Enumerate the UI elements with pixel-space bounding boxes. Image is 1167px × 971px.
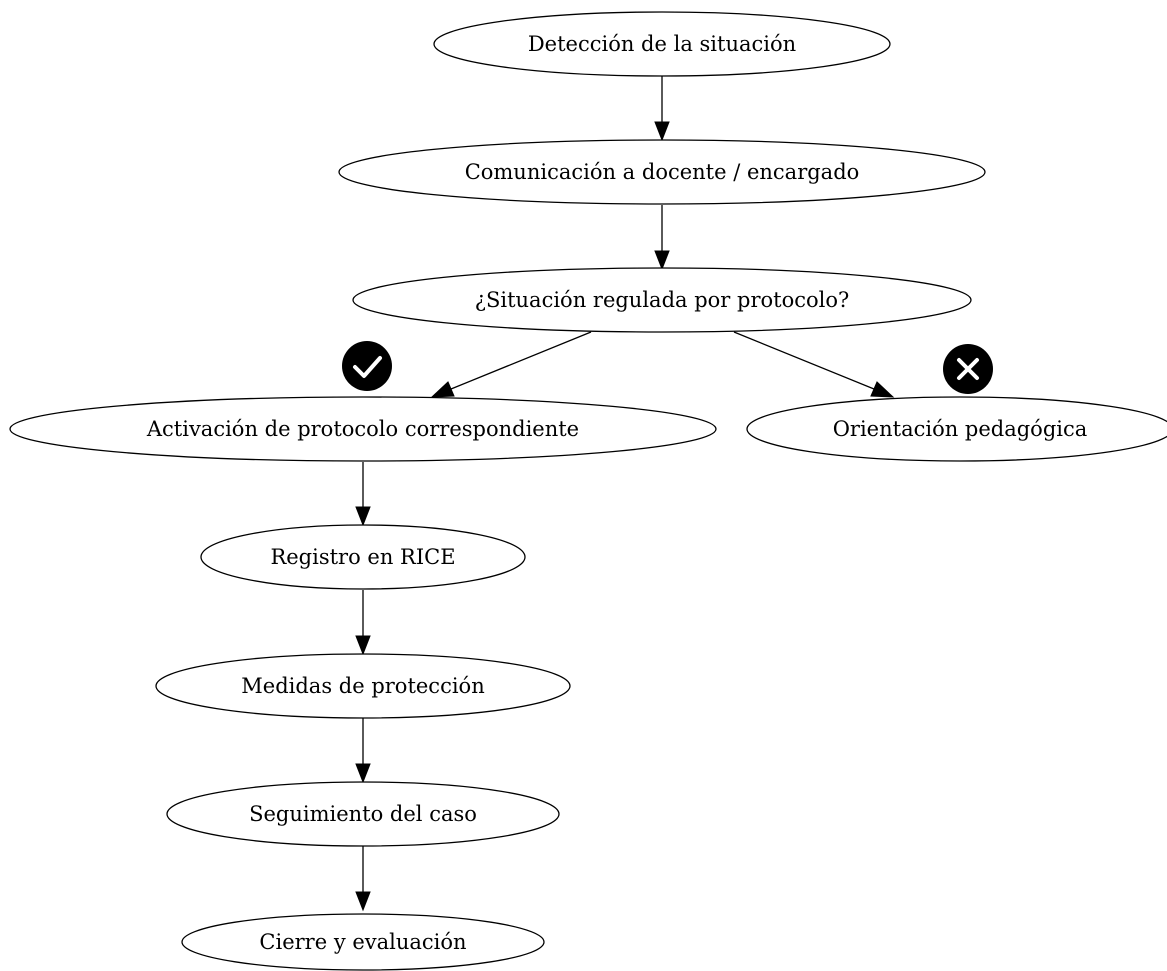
check-circle-icon — [342, 341, 392, 391]
edges — [355, 76, 895, 912]
node-medidas: Medidas de protección — [155, 653, 571, 719]
edge-registro-medidas — [355, 590, 371, 656]
edge-activacion-registro — [355, 462, 371, 527]
node-registro-label: Registro en RICE — [270, 545, 455, 569]
node-seguimiento-label: Seguimiento del caso — [249, 802, 477, 826]
node-medidas-label: Medidas de protección — [241, 674, 484, 698]
node-activacion-label: Activación de protocolo correspondiente — [146, 417, 579, 441]
edge-deteccion-comunicacion — [654, 76, 670, 142]
node-orientacion: Orientación pedagógica — [746, 396, 1167, 462]
x-circle-icon — [943, 344, 993, 394]
edge-decision-activacion — [430, 331, 592, 398]
node-seguimiento: Seguimiento del caso — [166, 781, 560, 847]
node-activacion: Activación de protocolo correspondiente — [9, 396, 717, 462]
edge-seguimiento-cierre — [355, 846, 371, 912]
node-orientacion-label: Orientación pedagógica — [833, 417, 1088, 441]
node-decision-label: ¿Situación regulada por protocolo? — [475, 288, 850, 312]
node-cierre-label: Cierre y evaluación — [259, 930, 466, 954]
node-deteccion-label: Detección de la situación — [528, 32, 796, 56]
node-cierre: Cierre y evaluación — [181, 913, 545, 971]
edge-comunicacion-decision — [654, 205, 670, 271]
node-deteccion: Detección de la situación — [433, 11, 891, 77]
node-registro: Registro en RICE — [200, 524, 526, 590]
edge-decision-orientacion — [733, 331, 895, 398]
edge-medidas-seguimiento — [355, 718, 371, 784]
node-decision: ¿Situación regulada por protocolo? — [352, 267, 972, 333]
node-comunicacion-label: Comunicación a docente / encargado — [465, 160, 860, 184]
node-comunicacion: Comunicación a docente / encargado — [338, 139, 986, 205]
